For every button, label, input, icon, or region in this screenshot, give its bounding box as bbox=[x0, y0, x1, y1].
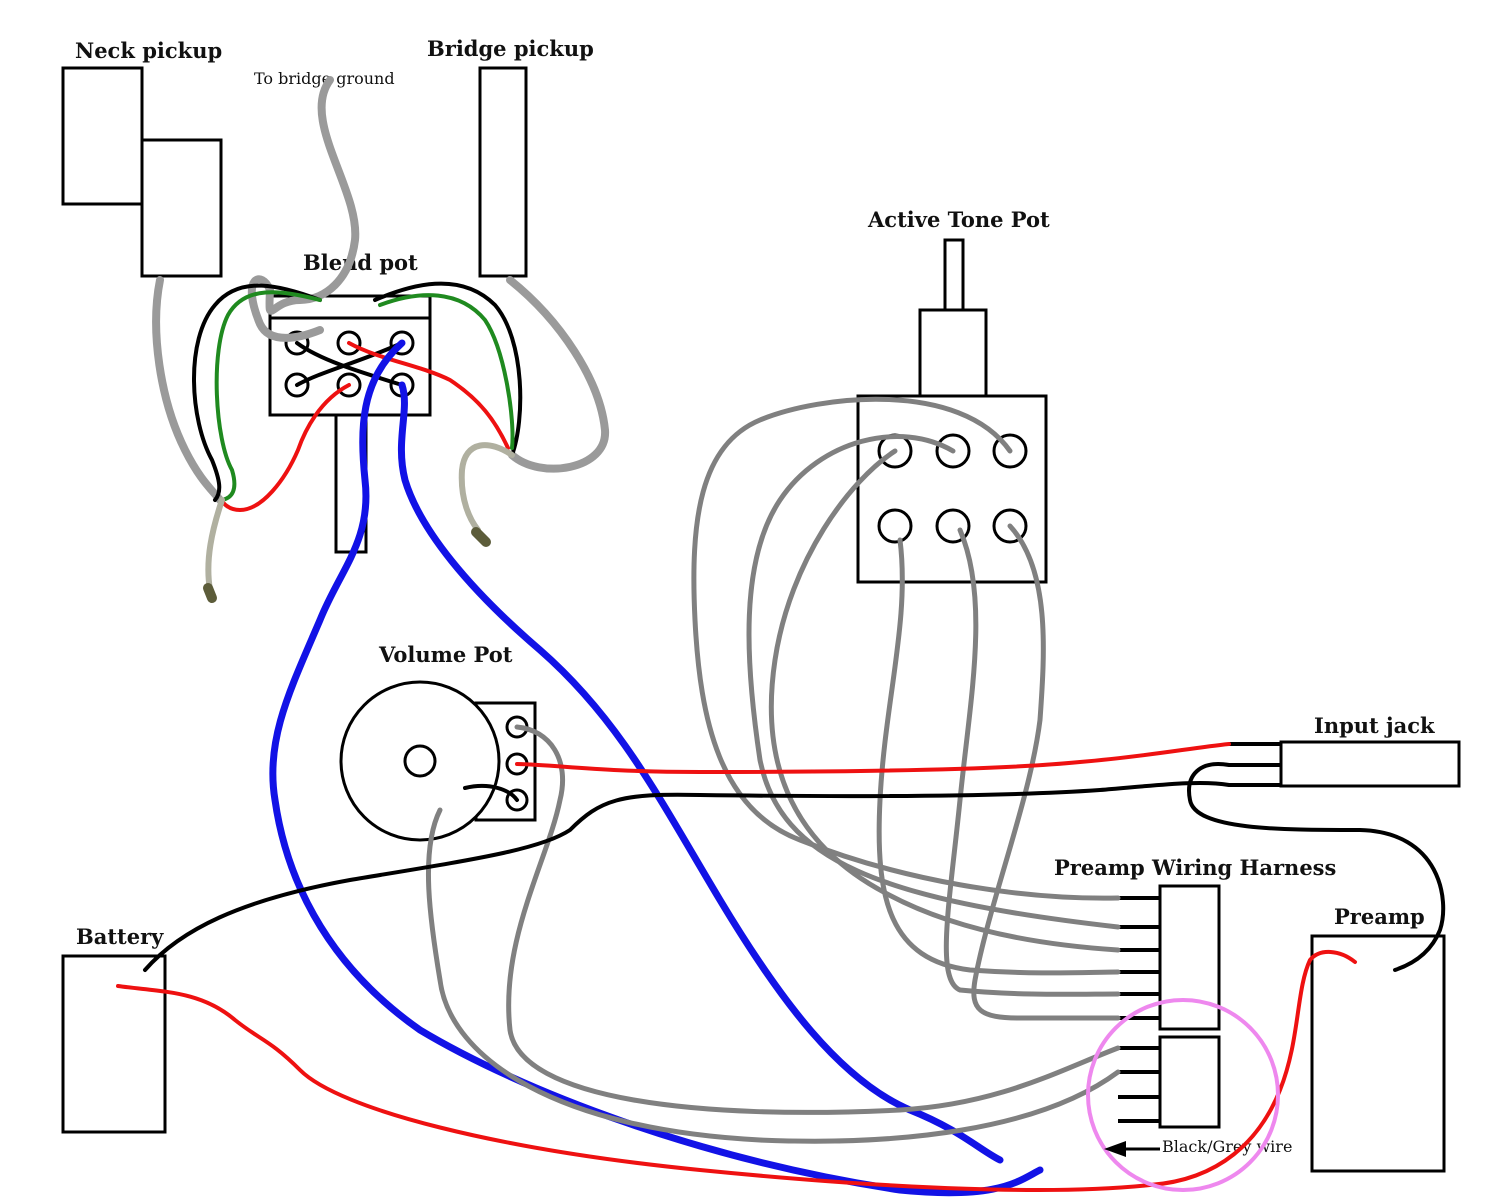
tone-grey-wire-4 bbox=[876, 537, 1121, 976]
neck-pickup bbox=[61, 66, 223, 278]
active-tone-pot-label: Active Tone Pot bbox=[867, 207, 1050, 232]
tone-terminal bbox=[877, 508, 913, 544]
tone-grey-wire-5 bbox=[943, 527, 1121, 997]
neck-lead-tip bbox=[203, 583, 217, 603]
blend-pot-label: Blend pot bbox=[303, 250, 418, 275]
neck-green-wire bbox=[214, 290, 322, 502]
battery-red-wire bbox=[116, 950, 1357, 1192]
input-jack bbox=[1229, 740, 1461, 788]
neck-red-wire bbox=[220, 383, 351, 512]
preamp-harness bbox=[1118, 884, 1221, 1129]
bridge-pickup bbox=[478, 66, 528, 278]
tone-grey-wire-1 bbox=[691, 396, 1121, 901]
blend-jumper-wire bbox=[295, 341, 404, 387]
black-grey-arrow bbox=[1104, 1141, 1160, 1157]
tone-pot-shaft bbox=[943, 238, 965, 312]
bridge-ground-wire bbox=[247, 76, 360, 342]
harness-highlight-circle bbox=[1086, 998, 1280, 1192]
bridge-ground-label: To bridge ground bbox=[254, 69, 395, 88]
volume-pot-shaft bbox=[403, 744, 437, 778]
tone-pot-bushing bbox=[918, 308, 988, 398]
tone-grey-wire-6 bbox=[971, 523, 1121, 1021]
input-jack-label: Input jack bbox=[1314, 713, 1435, 738]
volume-black-wire bbox=[463, 783, 519, 802]
tone-pot-body bbox=[856, 394, 1048, 584]
bridge-lead-shield bbox=[458, 442, 515, 533]
bridge-red-wire bbox=[347, 341, 510, 450]
tone-grey-wire-2 bbox=[746, 434, 1121, 930]
tone-grey-wire-3 bbox=[768, 448, 1121, 953]
input-jack-body bbox=[1279, 740, 1461, 788]
harness-connector-upper bbox=[1158, 884, 1221, 1031]
active-tone-pot bbox=[856, 238, 1048, 584]
bridge-pickup-label: Bridge pickup bbox=[427, 36, 594, 61]
neck-pickup-cable bbox=[152, 276, 224, 504]
preamp-box bbox=[1310, 934, 1446, 1173]
bridge-green-wire bbox=[378, 293, 515, 450]
preamp-label: Preamp bbox=[1334, 904, 1425, 929]
volume-grey-wire-2 bbox=[425, 807, 1121, 1144]
neck-pickup-label: Neck pickup bbox=[75, 38, 222, 63]
harness-connector-lower bbox=[1158, 1035, 1221, 1129]
volume-grey-wire-1 bbox=[506, 724, 1121, 1115]
neck-black-wire bbox=[192, 283, 322, 502]
input-jack-red-wire bbox=[515, 742, 1231, 774]
neck-lead-shield bbox=[205, 497, 225, 593]
preamp-harness-label: Preamp Wiring Harness bbox=[1054, 855, 1336, 880]
black-grey-wire-label: Black/Grey wire bbox=[1162, 1137, 1292, 1156]
bridge-pickup-cable bbox=[506, 276, 610, 473]
battery-box bbox=[61, 954, 167, 1134]
volume-pot-label: Volume Pot bbox=[378, 642, 513, 667]
battery-label: Battery bbox=[76, 924, 164, 949]
bridge-lead-tip bbox=[471, 527, 491, 547]
battery-black-wire bbox=[143, 780, 1231, 972]
bridge-black-wire bbox=[373, 281, 523, 457]
jack-preamp-black-wire bbox=[1187, 762, 1446, 972]
